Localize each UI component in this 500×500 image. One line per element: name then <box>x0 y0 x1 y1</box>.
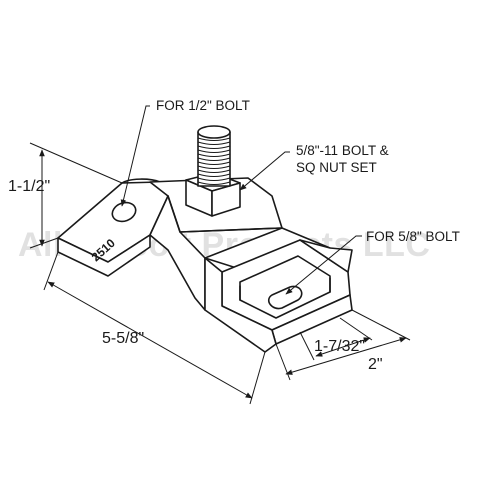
bolt-thread <box>197 165 231 169</box>
callout-half-bolt: FOR 1/2" BOLT <box>156 98 250 113</box>
dimension-lines <box>29 105 411 405</box>
bolt-thread <box>197 137 231 141</box>
bolt-thread <box>197 181 231 185</box>
dim-height: 1-1/2" <box>8 178 50 195</box>
connector-body <box>57 177 353 353</box>
bolt-thread <box>197 169 231 173</box>
bolt-thread <box>197 173 231 177</box>
bolt <box>197 125 231 187</box>
bolt-thread <box>197 161 231 165</box>
bolt-thread <box>197 153 231 157</box>
bolt-thread <box>197 149 231 153</box>
callout-bolt-set-line2: SQ NUT SET <box>296 160 377 175</box>
bolt-thread <box>197 145 231 149</box>
callout-five-eighth-bolt: FOR 5/8" BOLT <box>366 229 460 244</box>
dim-length: 5-5/8" <box>102 330 144 347</box>
slot-hole <box>267 285 303 310</box>
dim-slot-width: 1-7/32" <box>314 338 365 355</box>
callout-bolt-set-line1: 5/8"-11 BOLT & <box>296 143 389 158</box>
bolt-thread <box>197 177 231 181</box>
dim-width: 2" <box>368 356 383 373</box>
bolt-thread <box>197 141 231 145</box>
bolt-thread <box>197 157 231 161</box>
right-side <box>299 239 353 273</box>
